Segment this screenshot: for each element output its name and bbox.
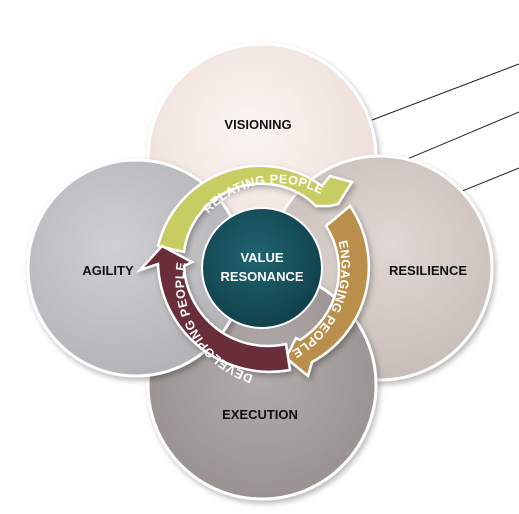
circle-core [201, 207, 323, 329]
label-core-line1: VALUE [240, 250, 283, 265]
arrow-engaging-people [284, 204, 370, 379]
arrow-developing-people [135, 244, 292, 374]
label-visioning: VISIONING [224, 117, 291, 132]
pointer-line-visioning [371, 63, 519, 121]
arrow-relating-people [156, 164, 354, 254]
label-agility: AGILITY [82, 263, 134, 278]
label-core-line2: RESONANCE [220, 269, 303, 284]
label-resilience: RESILIENCE [389, 263, 467, 278]
label-execution: EXECUTION [222, 407, 298, 422]
